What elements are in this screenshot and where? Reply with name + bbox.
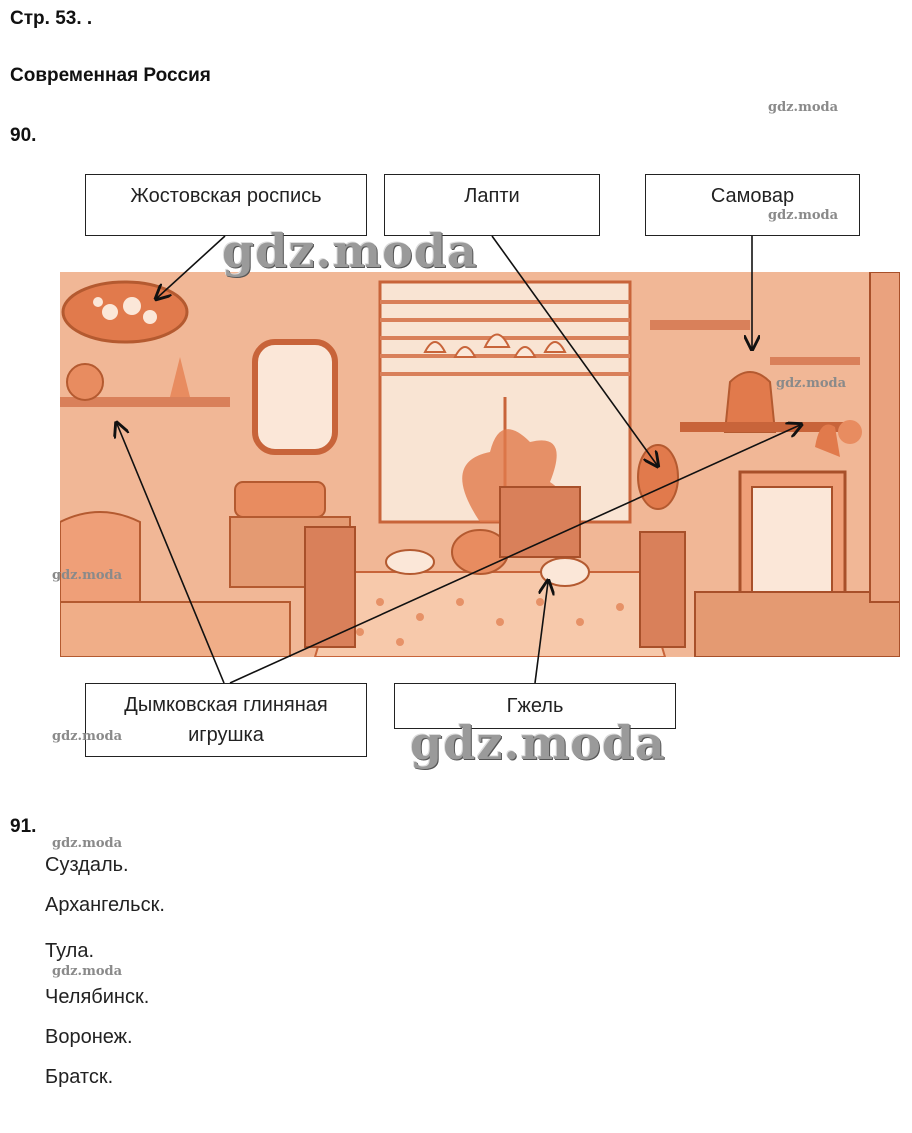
watermark: gdz.moda — [52, 836, 123, 851]
interior-illustration — [60, 272, 900, 657]
city-item: Челябинск. — [45, 986, 150, 1008]
label-gzhel-text: Гжель — [506, 695, 564, 717]
label-samovar-text: Самовар — [710, 185, 795, 207]
arrow-dymkovo-1 — [117, 424, 225, 684]
label-zhostovo-text: Жостовская роспись — [130, 185, 322, 207]
watermark: gdz.moda — [222, 224, 478, 278]
label-zhostovo: Жостовская роспись — [85, 174, 367, 236]
label-samovar: Самовар — [645, 174, 860, 236]
arrow-gzhel — [534, 582, 548, 684]
city-item: Архангельск. — [45, 894, 165, 916]
mirror — [252, 339, 338, 455]
sofa — [60, 511, 141, 623]
section-title: Современная Россия — [10, 65, 211, 86]
watermark: gdz.moda — [52, 568, 123, 583]
city-item: Братск. — [45, 1066, 114, 1088]
city-item: Воронеж. — [45, 1026, 133, 1048]
city-item: Тула. — [45, 940, 95, 962]
label-dymkovo: Дымковская глиняная игрушка — [85, 683, 367, 757]
label-lapti-text: Лапти — [464, 185, 520, 207]
watermark: gdz.moda — [410, 716, 666, 770]
task-90-number: 90. — [10, 125, 37, 146]
watermark: gdz.moda — [768, 208, 839, 223]
watermark: gdz.moda — [52, 964, 123, 979]
city-item: Суздаль. — [45, 854, 129, 876]
label-lapti: Лапти — [384, 174, 600, 236]
watermark: gdz.moda — [768, 100, 839, 115]
arrow-zhostovo — [157, 235, 226, 298]
watermark: gdz.moda — [52, 729, 123, 744]
label-dymkovo-line2: игрушка — [188, 724, 264, 746]
label-dymkovo-line1: Дымковская глиняная — [124, 694, 328, 716]
label-gzhel: Гжель — [394, 683, 676, 729]
ceiling-lamp — [423, 333, 567, 358]
arrow-dymkovo-2 — [229, 425, 800, 684]
arrow-lapti — [491, 235, 657, 465]
watermark: gdz.moda — [776, 376, 847, 391]
task-91-number: 91. — [10, 816, 37, 837]
page-label: Стр. 53. . — [10, 8, 93, 29]
